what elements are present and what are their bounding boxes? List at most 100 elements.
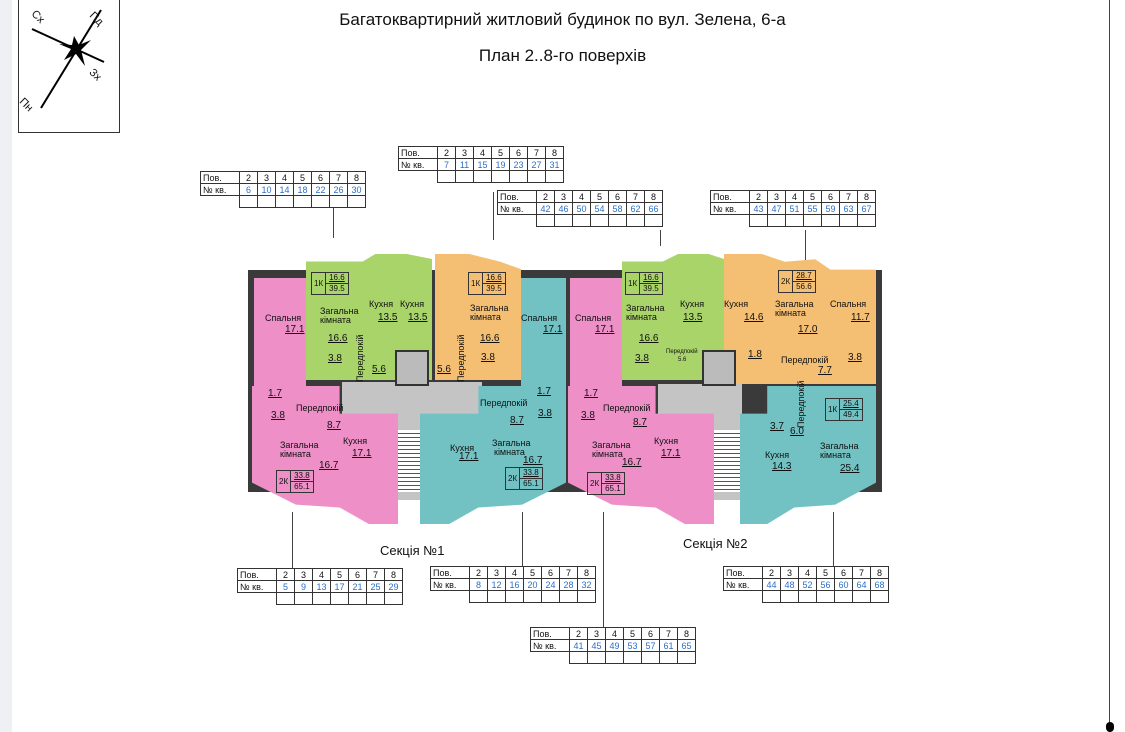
room-area: 13.5 [378, 312, 398, 323]
floor-cell: 5 [491, 146, 510, 159]
apt-summary-value: 49.4 [843, 410, 859, 419]
room-area: 17.1 [459, 451, 479, 462]
apt-number-cell: 43 [749, 202, 768, 215]
apt-number-cell: 8 [469, 578, 488, 591]
floor-cell: 6 [821, 190, 840, 203]
floor-cell: 2 [239, 171, 258, 184]
empty-cell [294, 592, 313, 605]
room-label: Кухня [765, 450, 790, 460]
room-area: 8.7 [327, 420, 341, 431]
room-label: Передпокій [781, 355, 829, 365]
apt-number-cell: 32 [577, 578, 596, 591]
floor-cell: 5 [523, 566, 542, 579]
floor-cell: 5 [590, 190, 609, 203]
room-area: 16.7 [622, 457, 642, 468]
room-area: 16.6 [480, 333, 500, 344]
empty-row [498, 214, 663, 227]
room-label: Кухня [343, 436, 368, 446]
room-label: Кухня [724, 299, 749, 309]
room-label: кімната [320, 315, 351, 325]
apt-header: № кв. [497, 202, 537, 215]
empty-cell [767, 214, 786, 227]
apt-number-cell: 48 [780, 578, 799, 591]
room-label: Загальна [470, 303, 509, 313]
floor-cell: 3 [780, 566, 799, 579]
floor-cell: 4 [312, 568, 331, 581]
room-label: Кухня [369, 299, 394, 309]
apt-number-cell: 10 [257, 183, 276, 196]
empty-cell [834, 590, 853, 603]
apt-number-cell: 58 [608, 202, 627, 215]
room-area: 6.0 [790, 426, 804, 437]
room-area: 3.8 [538, 408, 552, 419]
empty-cell [590, 214, 609, 227]
apt-summary-value: 39.5 [643, 284, 659, 293]
apt-header: № кв. [200, 183, 240, 196]
room-area: 17.1 [352, 448, 372, 459]
apt-number-cell: 29 [384, 580, 403, 593]
floor-cell: 5 [330, 568, 349, 581]
empty-cell [554, 214, 573, 227]
leader-line [292, 512, 293, 568]
room-label: кімната [494, 447, 525, 457]
empty-cell [347, 195, 366, 208]
room-label: кімната [470, 312, 501, 322]
apt-summary-value: 1К [314, 279, 324, 288]
room-label: кімната [592, 449, 623, 459]
apt-number-cell: 31 [545, 158, 564, 171]
s1-pink-bedroom [254, 278, 306, 386]
section-2-label: Секція №2 [683, 536, 748, 551]
scroll-marker [1106, 722, 1114, 732]
apt-number-cell: 13 [312, 580, 331, 593]
empty-cell [469, 590, 488, 603]
floor-cell: 5 [293, 171, 312, 184]
floor-cell: 8 [677, 627, 696, 640]
leader-line [805, 230, 806, 260]
empty-cell [605, 651, 624, 664]
apt-number-cell: 44 [762, 578, 781, 591]
apt-number-cell: 62 [626, 202, 645, 215]
empty-cell [749, 214, 768, 227]
room-label: кімната [820, 450, 851, 460]
empty-cell [626, 214, 645, 227]
room-label: Кухня [654, 436, 679, 446]
room-area: 11.7 [851, 312, 870, 323]
floor-cell: 4 [572, 190, 591, 203]
room-label: Загальна [592, 440, 631, 450]
apt-number-cell: 63 [839, 202, 858, 215]
blank-cell [201, 196, 240, 208]
floor-cell: 7 [329, 171, 348, 184]
room-label: кімната [626, 312, 657, 322]
empty-cell [348, 592, 367, 605]
apt-number-cell: 50 [572, 202, 591, 215]
leader-line [660, 230, 661, 246]
apt-number-cell: 42 [536, 202, 555, 215]
apt-number-cell: 30 [347, 183, 366, 196]
floor-cell: 4 [505, 566, 524, 579]
floor-cell: 6 [509, 146, 528, 159]
floor-cell: 8 [644, 190, 663, 203]
apt-number-cell: 53 [623, 639, 642, 652]
room-label: Передпокій [456, 334, 466, 382]
empty-row [531, 651, 696, 664]
apt-summary-value: 65.1 [523, 479, 539, 488]
floor-header: Пов. [723, 566, 763, 579]
floor-cell: 2 [762, 566, 781, 579]
room-area: 14.6 [744, 312, 764, 323]
